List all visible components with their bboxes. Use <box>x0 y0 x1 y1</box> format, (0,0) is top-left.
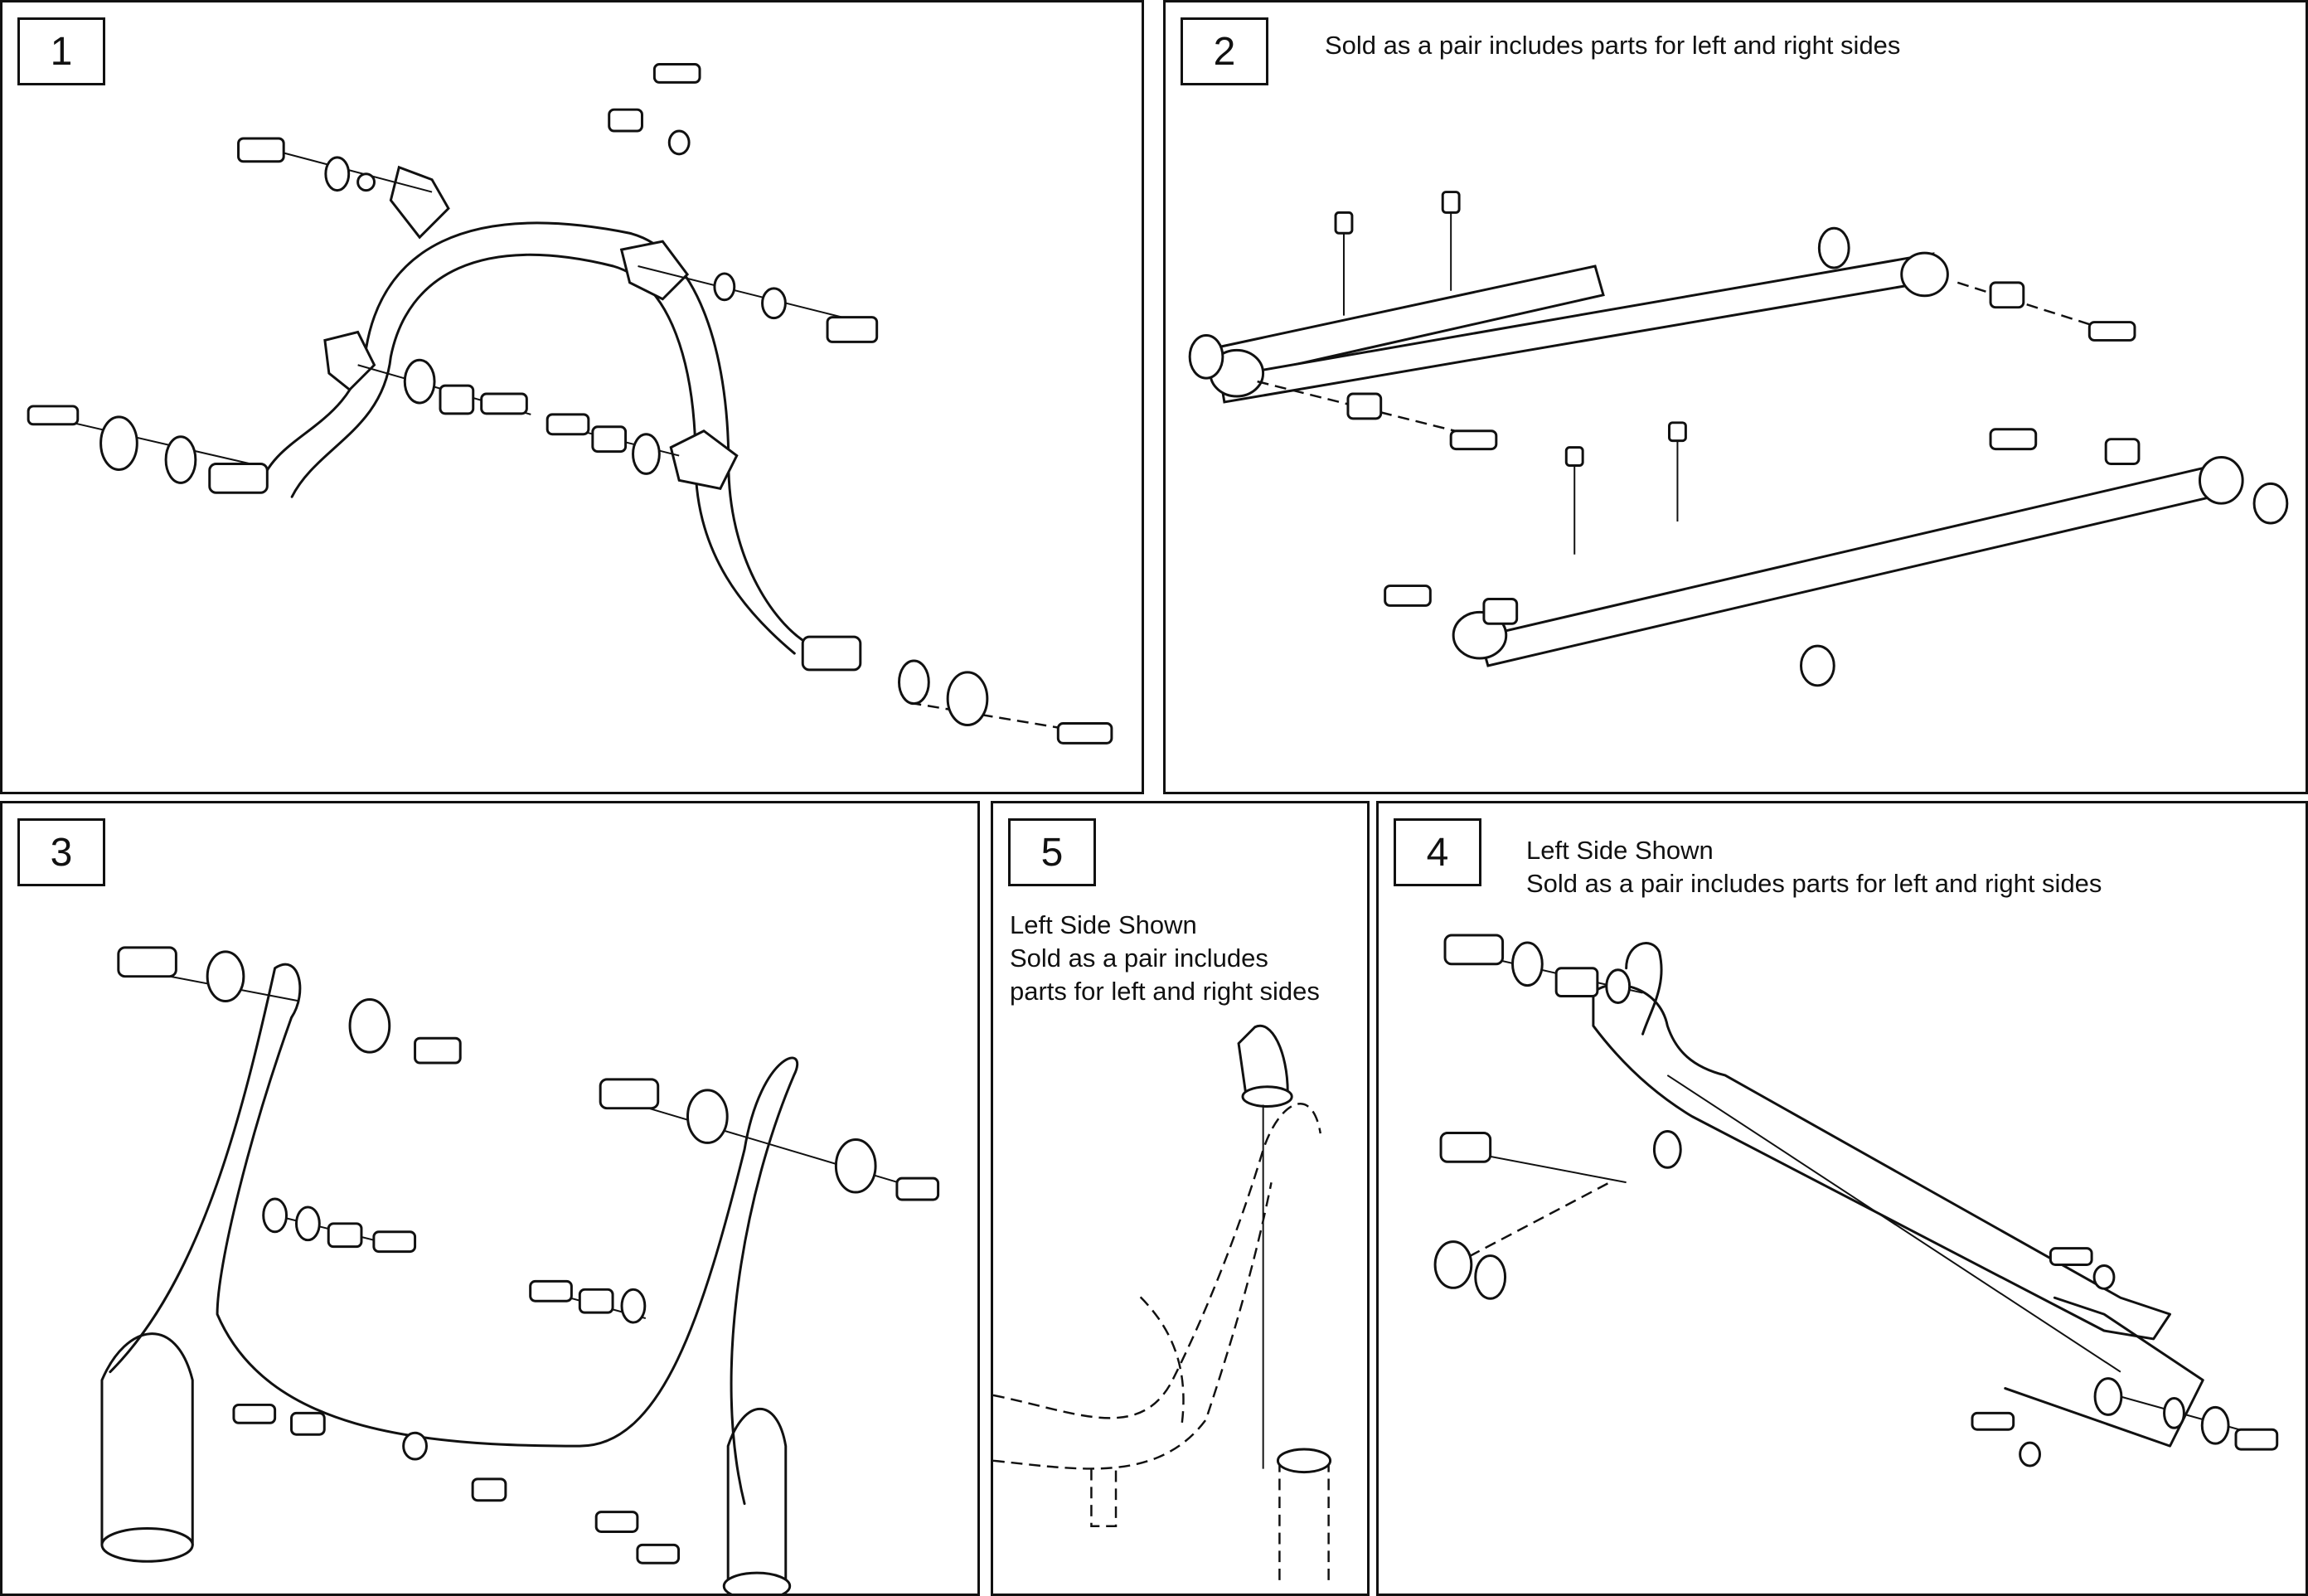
panel-number: 5 <box>1008 818 1096 886</box>
caption-line: Sold as a pair includes <box>1010 944 1268 973</box>
panel-4: 4 Left Side Shown Sold as a pair include… <box>1376 801 2308 1596</box>
panel-3: 3 <box>0 801 980 1596</box>
panel-number: 4 <box>1394 818 1481 886</box>
caption-line: parts for left and right sides <box>1010 977 1320 1006</box>
panel-2: 2 Sold as a pair includes parts for left… <box>1163 0 2308 794</box>
caption-line: Sold as a pair includes parts for left a… <box>1325 31 1901 60</box>
panel-number: 2 <box>1181 17 1268 85</box>
caption-line: Sold as a pair includes parts for left a… <box>1526 869 2102 898</box>
panel-number: 1 <box>17 17 105 85</box>
panel-5: 5 Left Side Shown Sold as a pair include… <box>991 801 1370 1596</box>
exploded-view-rear-frame <box>100 946 940 1594</box>
panel-1: 1 <box>0 0 1144 794</box>
caption-line: Left Side Shown <box>1526 836 1714 865</box>
caption-line: Left Side Shown <box>1010 910 1197 939</box>
exploded-view-cross-braces <box>1188 191 2289 687</box>
exploded-view-side-frame <box>1433 934 2279 1467</box>
panel-number: 3 <box>17 818 105 886</box>
exploded-view-front-frame <box>27 63 1113 745</box>
exploded-view-caster-cap <box>993 1024 1332 1584</box>
